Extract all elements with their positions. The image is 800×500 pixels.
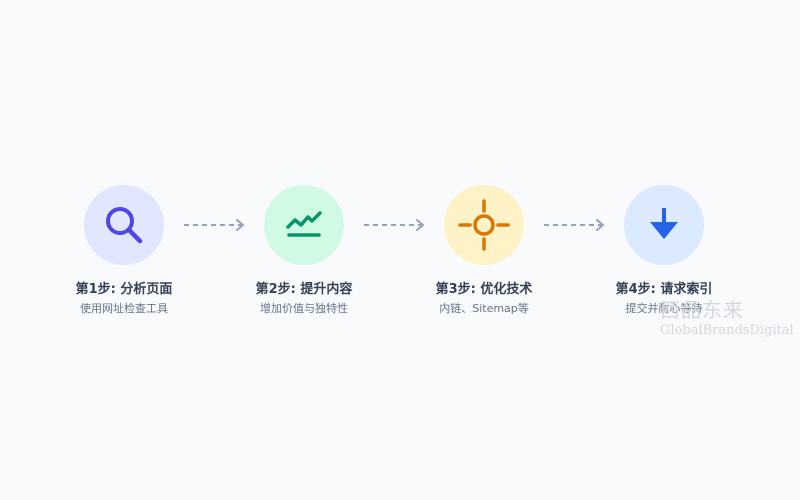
step-1-icon-circle xyxy=(84,185,164,265)
connector-arrow-2 xyxy=(364,219,424,231)
search-icon xyxy=(106,207,143,244)
connector-arrow-1 xyxy=(184,219,244,231)
watermark-brand-en: GlobalBrandsDigital xyxy=(660,323,794,338)
step-4-title: 第4步: 请求索引 xyxy=(615,282,713,297)
step-1-title: 第1步: 分析页面 xyxy=(75,282,173,297)
step-2: 第2步: 提升内容 增加价值与独特性 xyxy=(224,185,384,316)
step-1-description: 使用网址检查工具 xyxy=(80,302,168,315)
step-2-icon-circle xyxy=(264,185,344,265)
trend-line-icon xyxy=(286,211,322,237)
step-1: 第1步: 分析页面 使用网址检查工具 xyxy=(44,185,204,316)
step-4-icon-circle xyxy=(624,185,704,265)
step-3-description: 内链、Sitemap等 xyxy=(439,302,529,315)
step-3: 第3步: 优化技术 内链、Sitemap等 xyxy=(404,185,564,316)
step-4-description: 提交并耐心等待 xyxy=(625,302,703,315)
connector-arrow-3 xyxy=(544,219,604,231)
crosshair-icon xyxy=(458,199,510,251)
step-3-title: 第3步: 优化技术 xyxy=(435,282,533,297)
step-2-description: 增加价值与独特性 xyxy=(260,302,348,315)
step-2-title: 第2步: 提升内容 xyxy=(255,282,353,297)
step-4: 第4步: 请求索引 提交并耐心等待 xyxy=(584,185,744,316)
arrow-down-icon xyxy=(650,208,678,239)
step-3-icon-circle xyxy=(444,185,524,265)
